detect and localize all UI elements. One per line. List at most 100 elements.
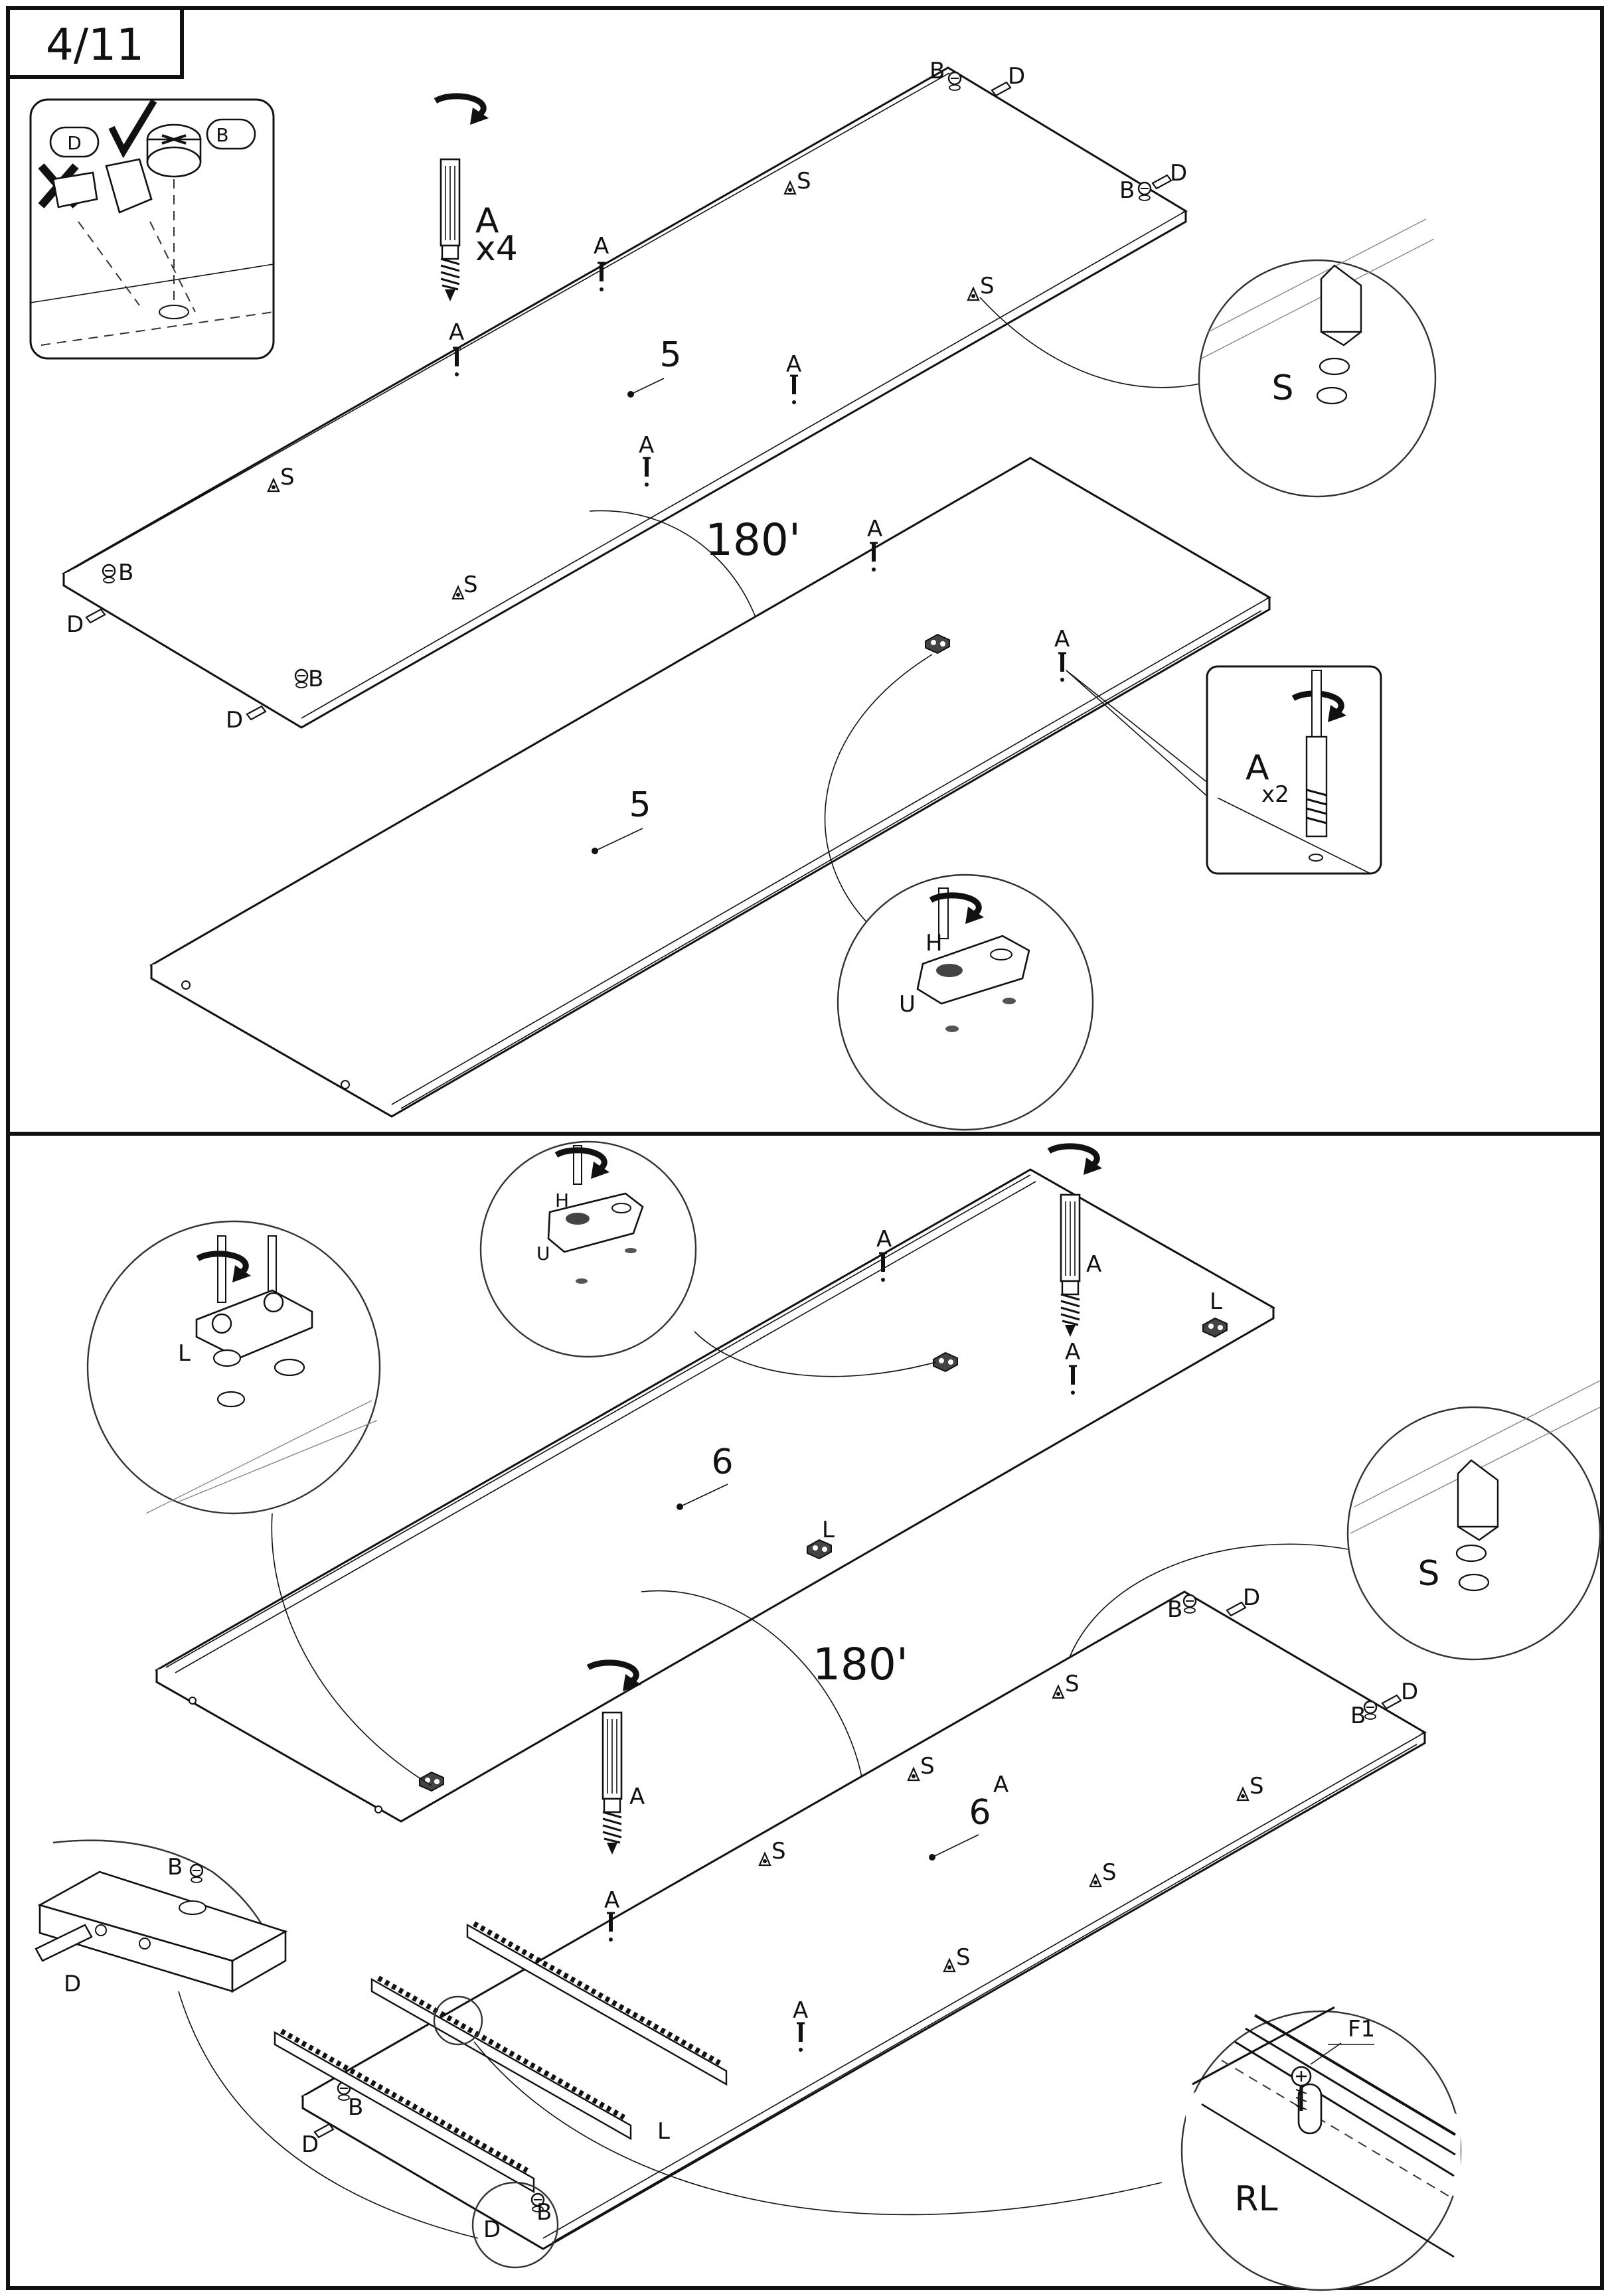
bolt-letter: A (786, 351, 801, 378)
rotate-arrow-icon (436, 96, 489, 125)
runner-screw-letter: F1 (1348, 2016, 1375, 2042)
bracket-letter: L (822, 1517, 835, 1543)
shelf-support-detail: S (1198, 218, 1437, 498)
rotate-arrow-icon (1049, 1146, 1102, 1175)
bracket-letter: L (1210, 1288, 1222, 1315)
bolt-letter: A (594, 233, 609, 260)
dowel-letter: D (226, 707, 243, 733)
shelf-letter: S (1249, 1773, 1264, 1799)
bolt-letter: A (793, 1997, 808, 2024)
leader-line (824, 654, 933, 926)
shelf-letter: S (1102, 1859, 1117, 1886)
leader-line (694, 1331, 937, 1377)
shelf-letter: S (1065, 1671, 1080, 1697)
bolt-letter: A (1086, 1251, 1101, 1278)
dowel-icon (85, 608, 106, 624)
cam-letter: B (1167, 1596, 1182, 1623)
cam-bolt-install: A x4 (436, 96, 518, 303)
check-icon (108, 99, 157, 159)
bracket-letter: L (657, 2118, 670, 2145)
leader-line (473, 2041, 1163, 2216)
hinge-screw-letter: H (555, 1189, 569, 1211)
step-label: 4/11 (46, 19, 144, 70)
cam-bolt-icon (602, 1711, 623, 1856)
cam-letter: B (536, 2199, 552, 2226)
cam-bolt-install: A (1049, 1146, 1102, 1338)
part-5-upper: 5 B D B D B D B D A A A A S S S S (62, 58, 1188, 733)
shelf-support-detail-2: S (1346, 1380, 1601, 1661)
bracket-letter: L (178, 1340, 191, 1367)
dowel-letter: D (66, 611, 84, 638)
part-label-5-lower: 5 (629, 785, 651, 825)
cam-letter: B (1350, 1703, 1366, 1729)
page-frame (6, 6, 1604, 2290)
shelf-detail-letter: S (1271, 368, 1293, 408)
dowel-letter: D (64, 1971, 81, 1997)
runner-letter: RL (1234, 2179, 1277, 2219)
legend-dowel-letter: D (67, 132, 82, 154)
bracket-detail: L (86, 1220, 381, 1515)
upper-section: D B A x4 (29, 58, 1437, 1131)
hinge-plate-letter: U (536, 1243, 550, 1264)
bolt-letter: A (876, 1226, 892, 1253)
leader-line (271, 1513, 432, 1786)
hinge-plate-letter: U (899, 991, 916, 1018)
bolt-letter: A (993, 1772, 1008, 1798)
dowel-icon (246, 705, 267, 721)
runner-rail (466, 1921, 728, 2086)
shelf-letter: S (980, 273, 995, 299)
bolt-letter: A (1054, 626, 1070, 652)
lower-section: A A L L 6 A H U (20, 1140, 1601, 2291)
bolt-letter: A (449, 319, 464, 346)
cam-bolt-icon (440, 158, 461, 303)
part-label-5-upper: 5 (659, 335, 681, 375)
shelf-letter: S (463, 572, 478, 598)
rotation-label: 180' (813, 1639, 908, 1690)
rotation-label: 180' (705, 514, 801, 566)
legend-box: D B (29, 98, 275, 360)
cam-letter: B (348, 2094, 363, 2121)
dowel-icon (1381, 1694, 1402, 1710)
hinge-plate-detail: H U (837, 874, 1094, 1131)
bolt-letter: A (629, 1784, 645, 1810)
dowel-letter: D (1243, 1584, 1260, 1611)
dowel-icon (1151, 174, 1172, 190)
shelf-letter: S (280, 464, 295, 491)
bolt-letter: A (475, 201, 499, 241)
dowel-icon (35, 1924, 93, 1962)
part-label-6-upper: 6 (711, 1442, 733, 1482)
drawer-runners (274, 1921, 728, 2194)
cam-letter: B (308, 666, 323, 692)
dowel-letter: D (1170, 160, 1187, 187)
correct-dowel-icon (105, 158, 153, 214)
shelf-letter: S (956, 1944, 971, 1971)
leader-line (1066, 670, 1209, 784)
dowel-letter: D (301, 2131, 319, 2158)
dowel-letter: D (483, 2216, 501, 2243)
leader-line (165, 1931, 479, 2239)
cam-letter: B (929, 58, 945, 84)
shelf-letter: S (771, 1838, 786, 1865)
bolt-letter: A (639, 432, 654, 459)
rotation-arc (641, 1590, 865, 1793)
bolt-letter: A (604, 1887, 619, 1914)
detail-bolt-qty: x2 (1261, 781, 1289, 808)
part-6-lower: B D B D S S S S S S A A A L B D B D 6 (301, 1584, 1427, 2250)
corner-zoom-marker (471, 2181, 559, 2269)
leader-line (1060, 1543, 1348, 1691)
shelf-letter: S (920, 1753, 935, 1780)
cam-letter: B (167, 1854, 183, 1880)
leader-line (1066, 670, 1216, 804)
wrong-dowel-icon (52, 171, 98, 208)
edge-cam-detail: B D (20, 1837, 288, 1997)
cam-lock-icon (146, 123, 202, 178)
dowel-letter: D (1401, 1679, 1418, 1705)
detail-bolt-letter: A (1246, 748, 1269, 788)
legend-cam-letter: B (216, 124, 228, 146)
dowel-letter: D (1008, 63, 1025, 90)
shelf-detail-letter: S (1417, 1554, 1439, 1594)
shelf-letter: S (797, 168, 811, 194)
part-label-6-lower: 6 (969, 1793, 991, 1833)
runner-rail (274, 2028, 535, 2194)
